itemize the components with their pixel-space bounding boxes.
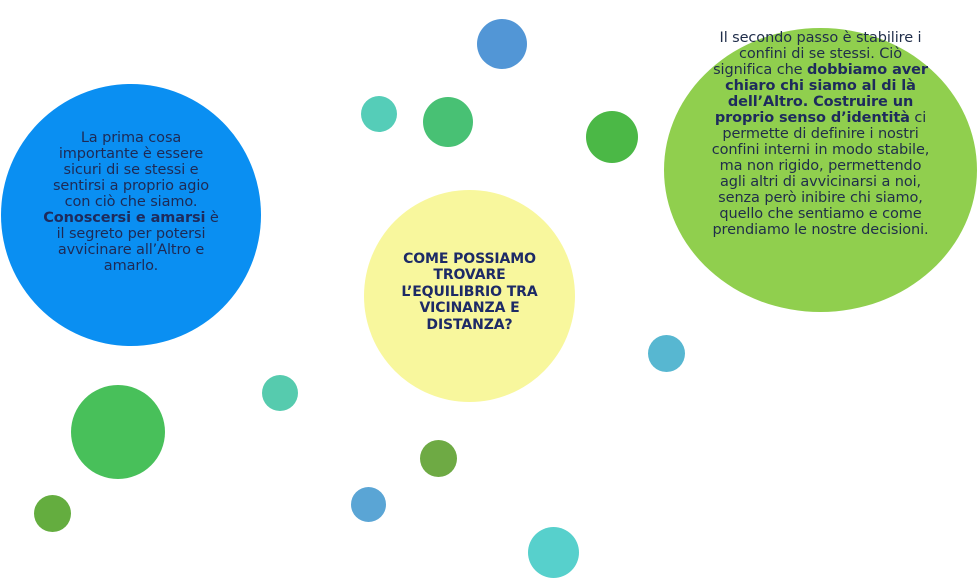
decorative-circle-bottom-blue [351,487,386,522]
central-question-text: COME POSSIAMO TROVARE L’EQUILIBRIO TRA V… [401,250,538,333]
self-love-text: La prima cosa importante è essere sicuri… [42,130,220,274]
decorative-circle-large-green [71,385,165,479]
self-love-text-part-1: La prima cosa importante è essere sicuri… [52,130,210,210]
boundaries-bubble: Il secondo passo è stabilire i confini d… [664,28,977,312]
decorative-circle-bottom-teal [528,527,579,578]
central-question-bubble: COME POSSIAMO TROVARE L’EQUILIBRIO TRA V… [364,190,575,402]
decorative-circle-left-teal [262,375,298,411]
self-love-text-part-2: è il segreto per potersi avvicinare all’… [56,210,219,274]
boundaries-text: Il secondo passo è stabilire i confini d… [712,30,930,238]
decorative-circle-top-teal [361,96,397,132]
decorative-circle-olive [420,440,457,477]
decorative-circle-bottom-left-green [34,495,71,532]
decorative-circle-top-green [423,97,473,147]
self-love-bubble: La prima cosa importante è essere sicuri… [1,84,261,346]
boundaries-bold-text: dobbiamo aver chiaro chi siamo al di là … [714,62,928,126]
decorative-circle-right-green [586,111,638,163]
boundaries-text-part-2: ci permette di definire i nostri confini… [711,110,930,238]
decorative-circle-right-teal [648,335,685,372]
decorative-circle-top-blue [477,19,527,69]
boundaries-text-part-1: Il secondo passo è stabilire i confini d… [713,30,922,78]
self-love-bold-text: Conoscersi e amarsi [43,210,206,226]
